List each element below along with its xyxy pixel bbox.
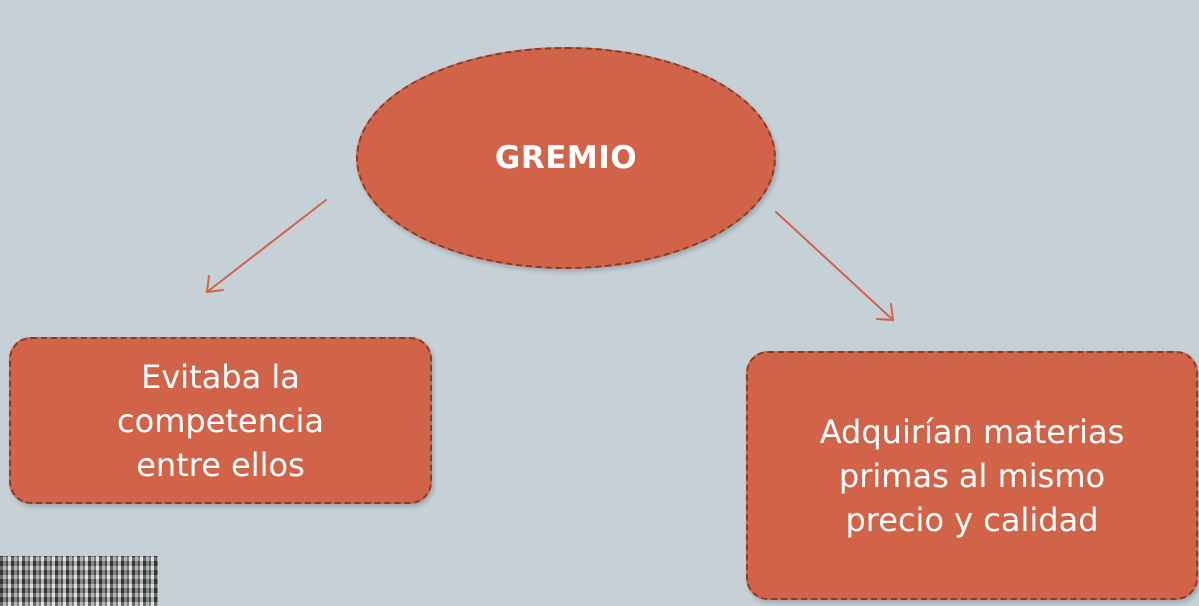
decorative-photo-fragment <box>0 556 158 606</box>
center-node-gremio: GREMIO <box>356 47 776 269</box>
right-node-label: Adquirían materias primas al mismo preci… <box>819 412 1125 539</box>
left-node-label: Evitaba la competencia entre ellos <box>117 357 324 484</box>
arrow-left-line <box>206 199 327 293</box>
right-node-box: Adquirían materias primas al mismo preci… <box>746 351 1198 600</box>
arrow-right-head <box>876 303 895 322</box>
left-node-box: Evitaba la competencia entre ellos <box>9 337 432 504</box>
arrow-left-head <box>205 275 224 294</box>
arrow-right-line <box>775 211 894 321</box>
center-node-label: GREMIO <box>494 140 638 176</box>
